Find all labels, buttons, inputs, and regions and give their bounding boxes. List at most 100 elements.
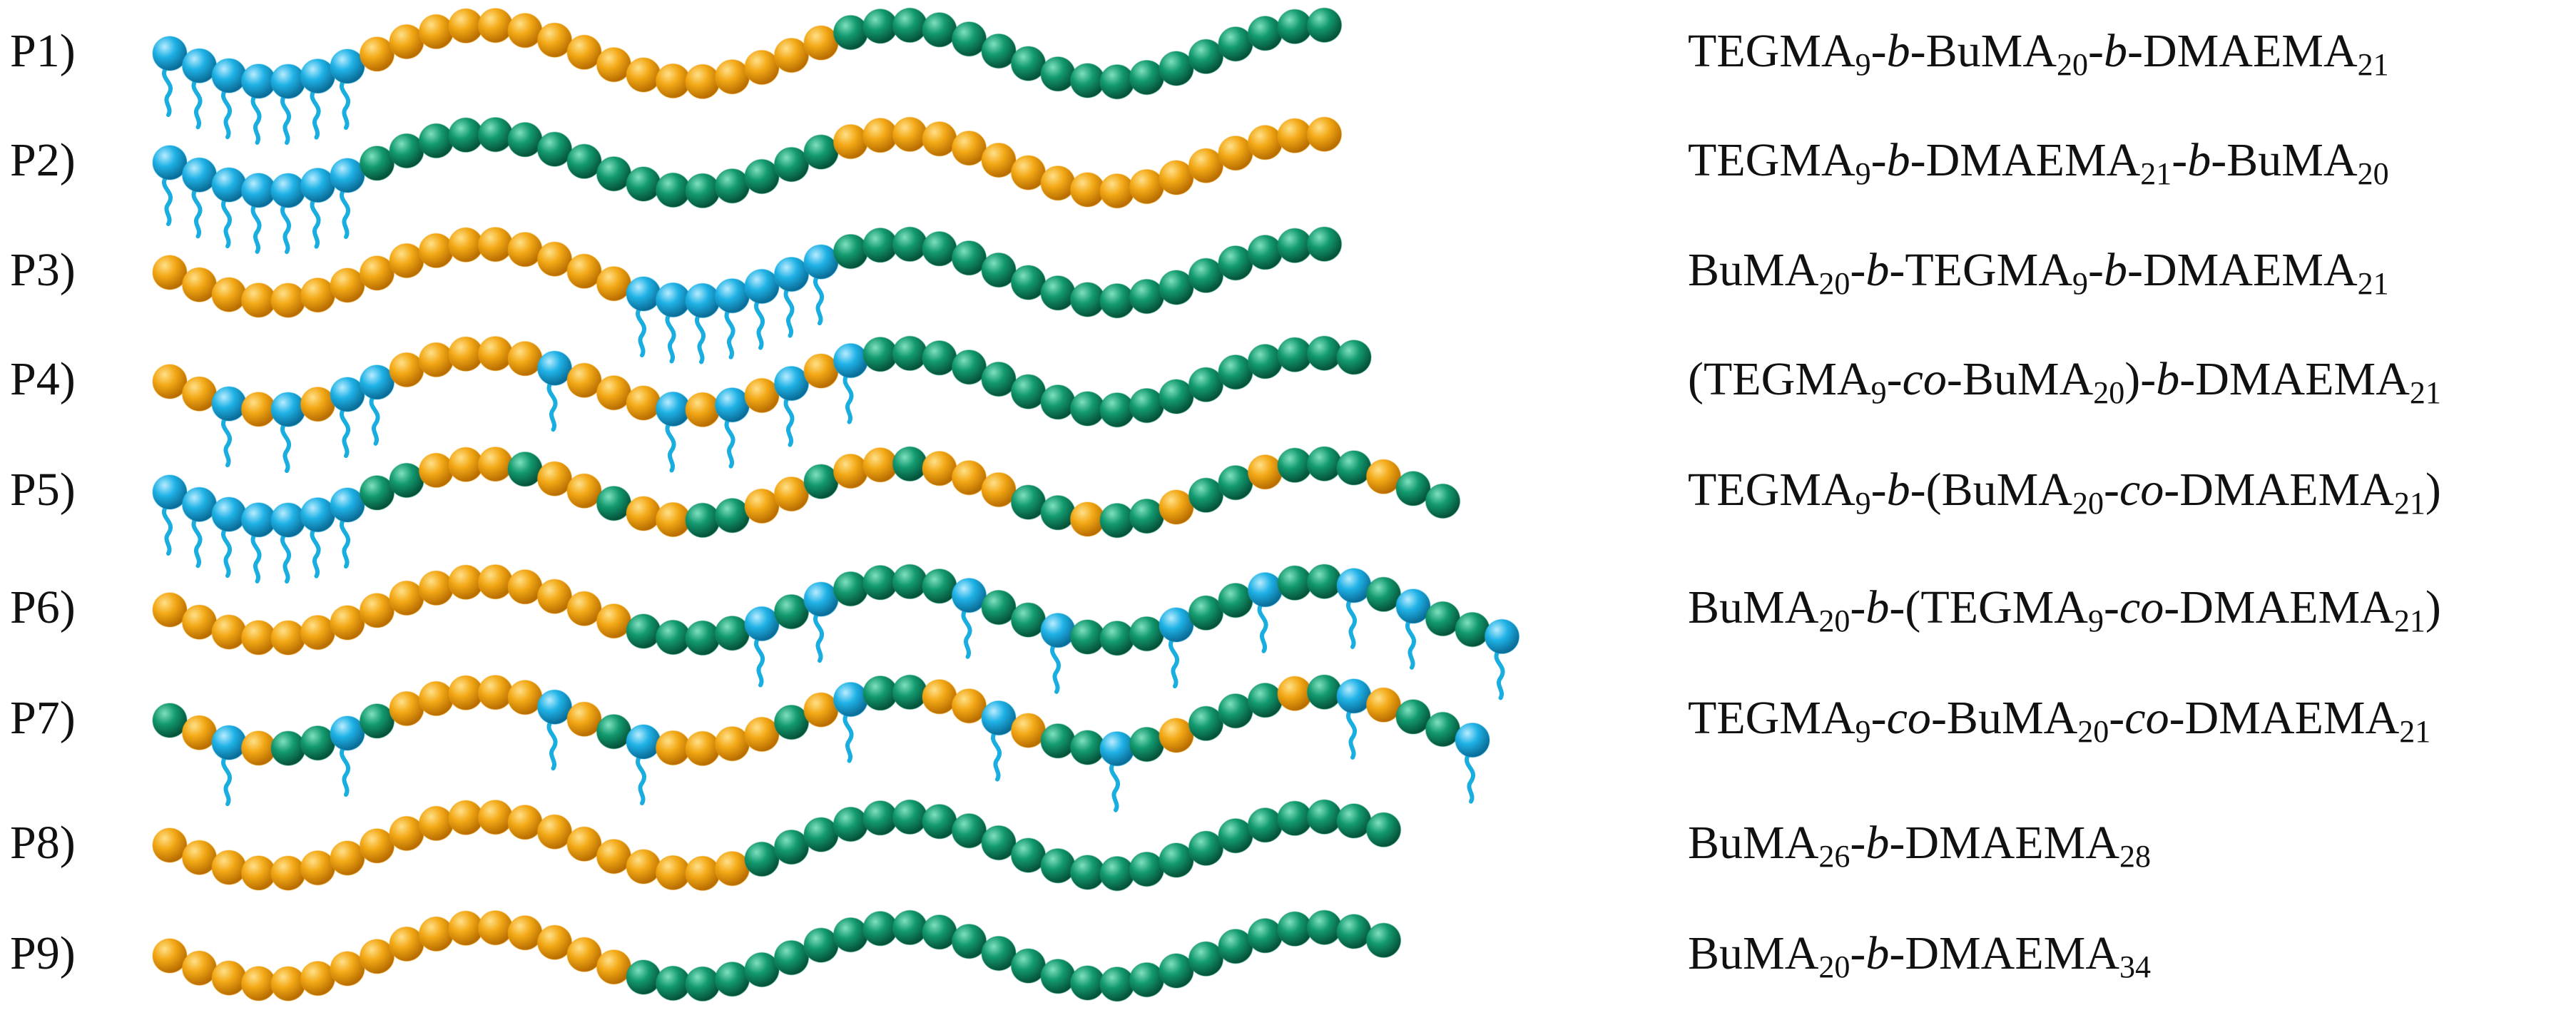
buma-bead [270, 966, 306, 1001]
formula-italic: b [2187, 134, 2211, 186]
buma-bead [181, 267, 218, 302]
buma-bead [389, 690, 424, 727]
polymer-chain [152, 446, 1461, 584]
tegma-tail [191, 515, 203, 569]
tegma-tail [191, 76, 203, 130]
tegma-bead [536, 350, 573, 386]
tegma-bead [1395, 588, 1431, 624]
buma-bead [477, 674, 514, 710]
buma-bead [1247, 454, 1283, 490]
dmaema-bead [1099, 282, 1135, 319]
dmaema-bead [833, 233, 869, 270]
tegma-bead [773, 256, 810, 292]
tegma-tail [636, 753, 646, 806]
buma-bead [270, 282, 306, 318]
buma-bead [744, 377, 780, 414]
buma-bead [1306, 116, 1343, 152]
dmaema-bead [1040, 959, 1076, 994]
dmaema-bead [1247, 807, 1283, 843]
tegma-side-chains [162, 173, 350, 255]
formula-subscript: 21 [2393, 486, 2425, 521]
polymer-chain [152, 909, 1402, 1002]
buma-bead [922, 121, 957, 157]
buma-bead [536, 924, 573, 960]
dmaema-bead [1425, 601, 1461, 637]
tegma-bead [330, 715, 365, 751]
formula-italic: b [1886, 134, 1910, 186]
tegma-bead [211, 496, 247, 532]
tegma-bead [211, 58, 247, 93]
dmaema-bead [1306, 446, 1343, 481]
dmaema-bead [596, 713, 632, 750]
tegma-bead [270, 173, 306, 208]
dmaema-bead [1159, 842, 1194, 878]
dmaema-bead [833, 571, 869, 607]
buma-bead [536, 461, 573, 496]
dmaema-bead [1099, 855, 1135, 892]
dmaema-bead [418, 123, 454, 159]
tegma-tail [221, 753, 232, 807]
formula-text: -DMAEMA [1889, 927, 2120, 979]
dmaema-bead [1306, 226, 1343, 262]
dmaema-bead [1425, 483, 1461, 519]
tegma-tail [191, 185, 203, 239]
buma-bead [1010, 713, 1047, 748]
tegma-bead [1455, 722, 1490, 758]
tegma-bead [300, 167, 336, 203]
tegma-tail [636, 305, 646, 358]
dmaema-bead [1010, 374, 1047, 409]
dmaema-bead [892, 674, 928, 710]
formula-text: -DMAEMA [2164, 464, 2394, 516]
tegma-side-chains [636, 272, 824, 364]
buma-bead [389, 926, 424, 962]
tegma-side-chains [162, 64, 350, 146]
tegma-tail [280, 92, 291, 146]
dmaema-bead [1365, 812, 1402, 848]
buma-bead [181, 950, 218, 986]
tegma-tail [340, 516, 350, 569]
formula-subscript: 9 [1855, 486, 1871, 521]
dmaema-bead [1306, 799, 1343, 835]
buma-bead [922, 679, 957, 715]
tegma-tail [280, 420, 291, 474]
dmaema-bead [773, 939, 810, 976]
dmaema-bead [951, 349, 987, 385]
formula-text: -DMAEMA [2169, 692, 2400, 744]
formula-subscript: 9 [2072, 266, 2088, 301]
buma-bead [359, 593, 395, 628]
dmaema-bead [744, 952, 780, 988]
bead-row [152, 335, 1372, 428]
dmaema-bead [1099, 502, 1135, 539]
buma-bead [300, 277, 336, 313]
dmaema-bead [389, 133, 424, 169]
tegma-side-chains [221, 371, 854, 474]
buma-bead [626, 496, 661, 531]
formula-text: BuMA [1688, 817, 1819, 869]
formula-text: - [1870, 134, 1887, 186]
tegma-bead [152, 474, 188, 510]
formula-subscript: 20 [2077, 714, 2109, 749]
tegma-bead [330, 49, 365, 84]
dmaema-bead [1247, 16, 1283, 51]
buma-bead [803, 692, 839, 728]
buma-bead [685, 63, 721, 100]
row-label: P6) [10, 581, 76, 633]
formula-italic: b [2156, 353, 2180, 405]
dmaema-bead [1010, 602, 1047, 638]
formula-text: -DMAEMA [2179, 353, 2410, 405]
polymer-chain [152, 799, 1402, 892]
tegma-bead [181, 157, 218, 193]
formula-text: BuMA [1688, 927, 1819, 979]
tegma-bead [330, 158, 365, 193]
dmaema-bead [1336, 450, 1372, 486]
buma-bead [418, 680, 454, 717]
formula-subscript: 20 [2093, 375, 2125, 410]
copolymer-formula: TEGMA9-b-DMAEMA21-b-BuMA20 [1688, 134, 2389, 190]
formula-subscript: 9 [1855, 47, 1871, 82]
tegma-tail [369, 392, 380, 446]
dmaema-bead [1069, 282, 1106, 317]
dmaema-bead [1218, 693, 1253, 729]
buma-bead [1277, 118, 1313, 154]
tegma-bead [803, 244, 839, 280]
buma-bead [300, 850, 336, 886]
